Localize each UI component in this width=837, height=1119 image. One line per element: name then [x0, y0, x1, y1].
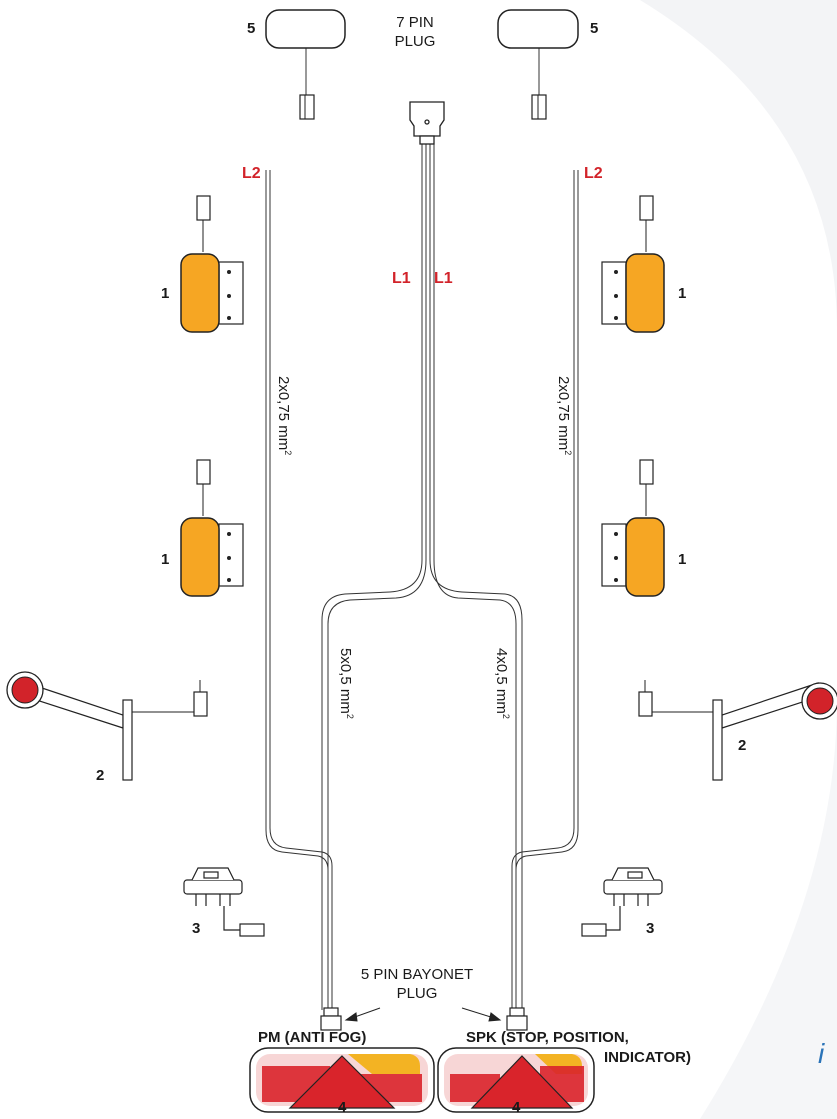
side-marker-left-lower — [180, 459, 244, 597]
label-l1-left: L1 — [392, 270, 411, 287]
bayonet-connector-right — [506, 1007, 528, 1031]
label-1-right-upper: 1 — [678, 285, 687, 302]
label-5-right: 5 — [590, 20, 599, 37]
label-2-left: 2 — [96, 767, 105, 784]
seven-pin-plug-label: 7 PIN PLUG — [385, 14, 445, 52]
side-marker-right-upper — [601, 195, 665, 333]
label-5-left: 5 — [247, 20, 256, 37]
background-swoosh — [640, 0, 837, 330]
top-marker-left — [265, 9, 346, 120]
side-marker-left-upper — [180, 195, 244, 333]
wire-main-trunk — [321, 140, 423, 1010]
label-l2-right: L2 — [584, 165, 603, 182]
plug-arrows — [344, 1007, 502, 1022]
wire-left-2x075 — [265, 170, 329, 1010]
wire-label-left-2x075-sup: 2 — [283, 450, 293, 456]
wire-label-right-2x075-sup: 2 — [563, 450, 573, 456]
plate-lamp-right — [581, 867, 663, 937]
wire-label-4x05: 4x0,5 mm2 — [493, 648, 511, 719]
plate-lamp-left — [183, 867, 265, 937]
label-1-right-lower: 1 — [678, 551, 687, 568]
wire-label-left-2x075-text: 2x0,75 mm — [275, 376, 292, 451]
label-l1-right: L1 — [434, 270, 453, 287]
seven-pin-plug-label-line1: 7 PIN — [396, 14, 434, 31]
wire-label-right-2x075-text: 2x0,75 mm — [555, 376, 572, 451]
seven-pin-plug-label-line2: PLUG — [394, 32, 436, 50]
wire-label-5x05-text: 5x0,5 mm — [337, 648, 354, 714]
wire-label-4x05-text: 4x0,5 mm — [493, 648, 510, 714]
side-marker-right-lower — [601, 459, 665, 597]
background-swoosh-lower — [700, 700, 837, 1119]
outline-marker-left — [6, 671, 208, 781]
label-1-left-lower: 1 — [161, 551, 170, 568]
label-4-left: 4 — [338, 1099, 347, 1116]
label-4-right: 4 — [512, 1099, 521, 1116]
rear-lamp-right — [437, 1047, 595, 1113]
five-pin-bayonet-plug-label: 5 PIN BAYONET PLUG — [357, 966, 477, 1004]
spk-label-line2: INDICATOR) — [604, 1049, 691, 1066]
wire-label-5x05: 5x0,5 mm2 — [337, 648, 355, 719]
label-2-right: 2 — [738, 737, 747, 754]
wire-label-right-2x075: 2x0,75 mm2 — [555, 376, 573, 456]
wire-right-2x075 — [515, 170, 579, 1010]
bayonet-connector-left — [320, 1007, 342, 1031]
top-marker-right — [497, 9, 579, 120]
five-pin-plug-label-line2: PLUG — [396, 984, 438, 1002]
label-3-left: 3 — [192, 920, 201, 937]
label-l2-left: L2 — [242, 165, 261, 182]
seven-pin-plug-body — [409, 101, 445, 145]
wire-label-left-2x075: 2x0,75 mm2 — [275, 376, 293, 456]
outline-marker-right — [638, 680, 837, 781]
brand-logo-fragment: i — [818, 1038, 825, 1069]
wires — [265, 46, 579, 1010]
label-3-right: 3 — [646, 920, 655, 937]
five-pin-plug-label-line1: 5 PIN BAYONET — [360, 966, 474, 983]
wire-label-5x05-sup: 2 — [345, 713, 355, 719]
label-1-left-upper: 1 — [161, 285, 170, 302]
wire-label-4x05-sup: 2 — [501, 713, 511, 719]
rear-lamp-left — [249, 1047, 435, 1113]
spk-label-line1: SPK (STOP, POSITION, — [466, 1029, 629, 1046]
pm-anti-fog-label: PM (ANTI FOG) — [258, 1029, 367, 1046]
